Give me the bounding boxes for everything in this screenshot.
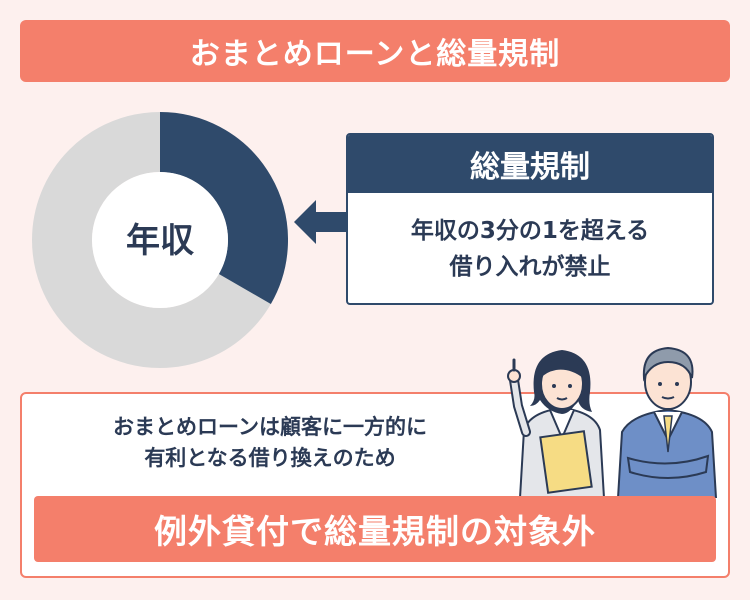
donut-one-third-slice [158, 112, 288, 304]
page-title: おまとめローンと総量規制 [189, 37, 561, 72]
title-banner: おまとめローンと総量規制 [20, 20, 730, 82]
exception-line-2: 有利となる借り換えのため [144, 446, 396, 470]
donut-center-label: 年収 [126, 221, 194, 261]
rule-line-2: 借り入れが禁止 [449, 254, 611, 280]
man-figure [616, 346, 718, 498]
rule-line-1: 年収の3分の1を超える [410, 218, 650, 244]
exception-banner: 例外貸付で総量規制の対象外 [34, 496, 716, 562]
donut-hole [92, 172, 228, 308]
left-arrow-icon [294, 200, 348, 244]
rule-heading: 総量規制 [348, 135, 712, 193]
income-donut-chart: 年収 [32, 112, 288, 368]
woman-figure [507, 350, 606, 498]
exception-banner-text: 例外貸付で総量規制の対象外 [154, 512, 596, 551]
exception-line-1: おまとめローンは顧客に一方的に [113, 415, 427, 439]
total-volume-rule-box: 総量規制 年収の3分の1を超える 借り入れが禁止 [346, 133, 714, 305]
two-business-people-illustration [507, 346, 718, 498]
exception-reason: おまとめローンは顧客に一方的に 有利となる借り換えのため [20, 412, 520, 474]
rule-description: 年収の3分の1を超える 借り入れが禁止 [348, 193, 712, 285]
